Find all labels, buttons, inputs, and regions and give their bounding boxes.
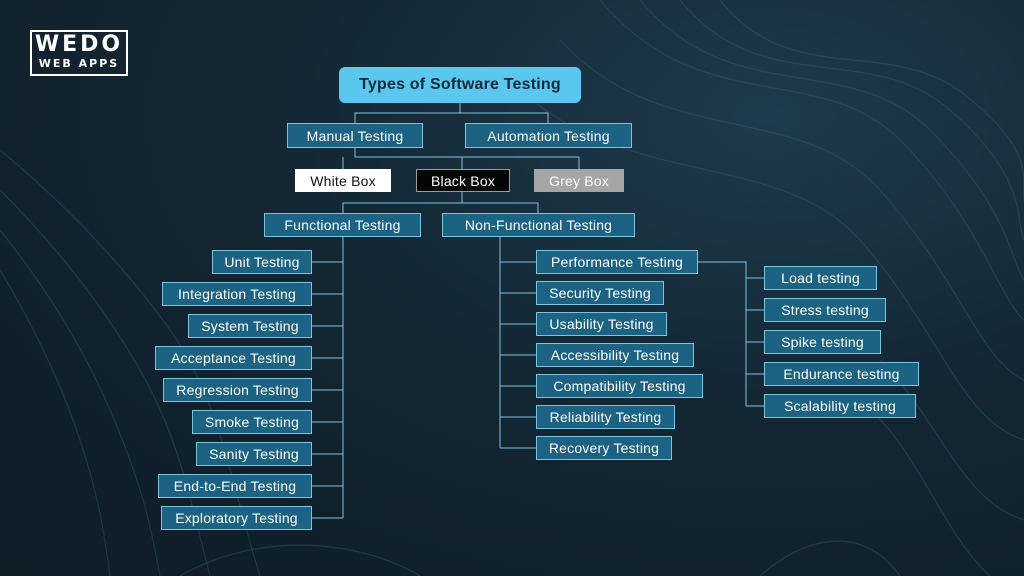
functional-item-regression: Regression Testing: [163, 378, 312, 402]
functional-item-unit: Unit Testing: [212, 250, 312, 274]
performance-item-stress: Stress testing: [764, 298, 886, 322]
grey-box-node: Grey Box: [534, 169, 624, 192]
non-functional-item-reliability: Reliability Testing: [536, 405, 675, 429]
performance-item-scalability: Scalability testing: [764, 394, 916, 418]
non-functional-item-performance: Performance Testing: [536, 250, 698, 274]
black-box-node: Black Box: [416, 169, 510, 192]
non-functional-testing-node: Non-Functional Testing: [442, 213, 635, 237]
functional-item-acceptance: Acceptance Testing: [155, 346, 312, 370]
performance-item-spike: Spike testing: [764, 330, 881, 354]
logo-line2: WEB APPS: [38, 57, 120, 70]
functional-item-end-to-end: End-to-End Testing: [158, 474, 312, 498]
functional-item-smoke: Smoke Testing: [192, 410, 312, 434]
automation-testing-node: Automation Testing: [465, 123, 632, 148]
company-logo: WEDO WEB APPS: [30, 30, 128, 76]
non-functional-item-security: Security Testing: [536, 281, 664, 305]
logo-line1: WEDO: [34, 32, 124, 57]
functional-item-integration: Integration Testing: [162, 282, 312, 306]
non-functional-item-usability: Usability Testing: [536, 312, 667, 336]
root-node: Types of Software Testing: [339, 67, 581, 103]
performance-item-load: Load testing: [764, 266, 877, 290]
functional-item-system: System Testing: [188, 314, 312, 338]
functional-testing-node: Functional Testing: [264, 213, 421, 237]
non-functional-item-compatibility: Compatibility Testing: [536, 374, 703, 398]
non-functional-item-accessibility: Accessibility Testing: [536, 343, 694, 367]
functional-item-exploratory: Exploratory Testing: [161, 506, 312, 530]
white-box-node: White Box: [295, 169, 391, 192]
functional-item-sanity: Sanity Testing: [196, 442, 312, 466]
performance-item-endurance: Endurance testing: [764, 362, 919, 386]
non-functional-item-recovery: Recovery Testing: [536, 436, 672, 460]
manual-testing-node: Manual Testing: [287, 123, 423, 148]
